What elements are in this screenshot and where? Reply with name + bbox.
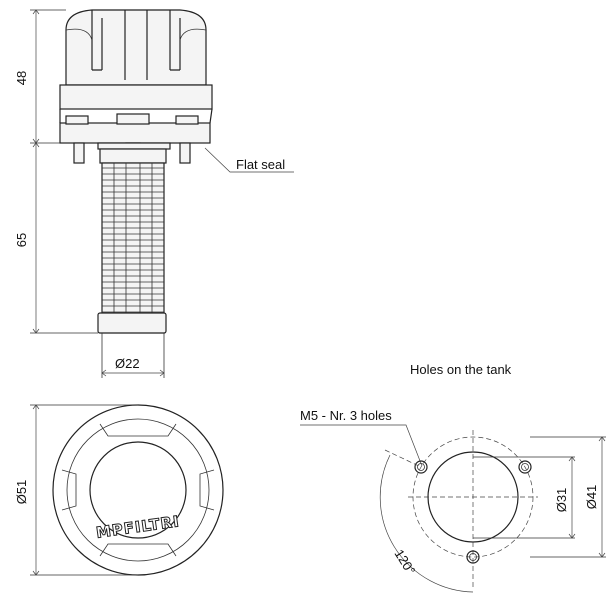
strainer-body <box>101 162 165 314</box>
cap-dome <box>65 9 207 86</box>
tank-hole-2 <box>518 460 532 474</box>
cap-base-ring <box>59 84 213 110</box>
dim-31-label: Ø31 <box>554 488 569 513</box>
holes-spec-label: M5 - Nr. 3 holes <box>300 408 392 423</box>
top-view: MPFILTRI Ø51 <box>14 404 224 576</box>
side-view: 48 65 Ø22 Flat seal <box>14 9 294 378</box>
dim-48-label: 48 <box>14 71 29 85</box>
dim-51-label: Ø51 <box>14 480 29 505</box>
dim-41-label: Ø41 <box>584 485 599 510</box>
dim-22-label: Ø22 <box>115 356 140 371</box>
flat-seal-label: Flat seal <box>236 157 285 172</box>
tank-hole-3 <box>466 550 480 564</box>
tank-holes-view: Holes on the tank M5 - Nr. 3 holes 120° … <box>300 362 606 593</box>
strainer-ribs <box>102 163 164 313</box>
angle-label: 120° <box>391 547 418 578</box>
holes-title: Holes on the tank <box>410 362 512 377</box>
logo-text: MPFILTRI <box>95 512 181 542</box>
dim-65-label: 65 <box>14 233 29 247</box>
flange-plate <box>59 122 211 144</box>
cap-outer-circle <box>52 404 224 576</box>
strainer-end-cap <box>97 312 167 334</box>
tank-hole-1 <box>414 460 428 474</box>
